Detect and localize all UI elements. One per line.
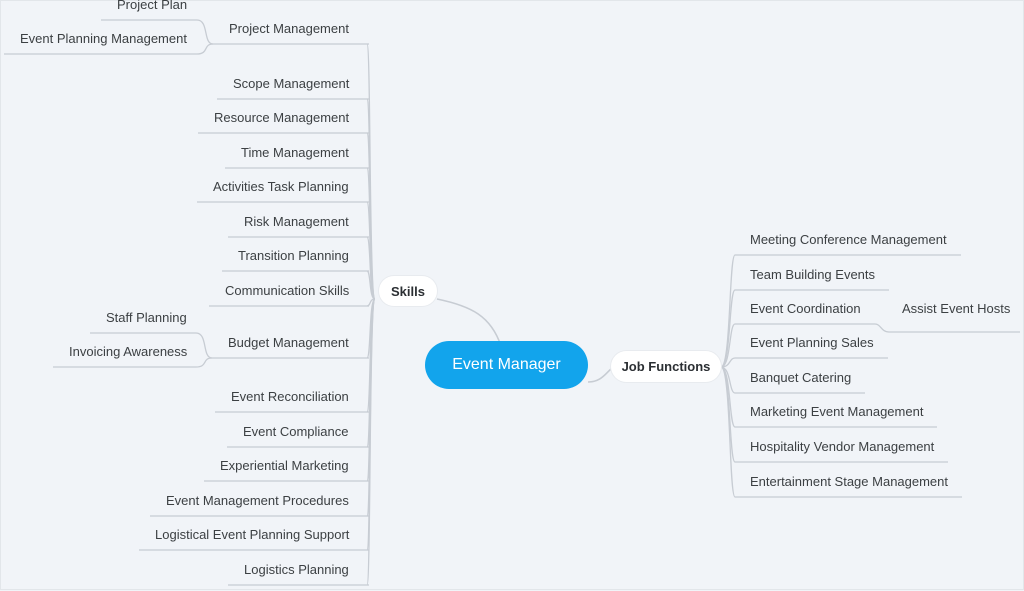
skills-item[interactable]: Budget Management: [228, 335, 349, 350]
job-function-item[interactable]: Banquet Catering: [750, 370, 852, 385]
skills-item[interactable]: Communication Skills: [225, 283, 350, 298]
skills-subitem[interactable]: Project Plan: [117, 0, 188, 12]
skills-item[interactable]: Experiential Marketing: [220, 458, 349, 473]
skills-subitem[interactable]: Staff Planning: [106, 310, 187, 325]
skills-item[interactable]: Event Management Procedures: [166, 493, 349, 508]
job-function-item[interactable]: Event Coordination: [750, 301, 861, 316]
job-function-item[interactable]: Hospitality Vendor Management: [750, 439, 935, 454]
skills-item[interactable]: Event Reconciliation: [231, 389, 349, 404]
job-function-item[interactable]: Event Planning Sales: [750, 335, 874, 350]
skills-item[interactable]: Risk Management: [244, 214, 349, 229]
job-functions-label: Job Functions: [621, 359, 711, 374]
skills-item[interactable]: Activities Task Planning: [213, 179, 349, 194]
skills-label: Skills: [391, 283, 425, 299]
job-functions-branch[interactable]: Job Functions: [611, 351, 721, 382]
skills-item[interactable]: Project Management: [229, 21, 349, 36]
root-node[interactable]: Event Manager: [425, 341, 588, 389]
skills-subitem[interactable]: Invoicing Awareness: [69, 344, 188, 359]
skills-item[interactable]: Time Management: [241, 145, 349, 160]
root-label: Event Manager: [452, 356, 561, 373]
skills-item[interactable]: Event Compliance: [243, 424, 349, 439]
skills-item[interactable]: Logistics Planning: [244, 562, 349, 577]
job-function-item[interactable]: Marketing Event Management: [750, 404, 924, 419]
skills-item[interactable]: Resource Management: [214, 110, 350, 125]
skills-item[interactable]: Logistical Event Planning Support: [155, 527, 350, 542]
job-function-subitem[interactable]: Assist Event Hosts: [902, 301, 1011, 316]
job-function-item[interactable]: Meeting Conference Management: [750, 232, 947, 247]
skills-branch[interactable]: Skills: [379, 276, 437, 306]
job-function-item[interactable]: Team Building Events: [750, 267, 876, 282]
skills-item[interactable]: Transition Planning: [238, 248, 349, 263]
job-function-item[interactable]: Entertainment Stage Management: [750, 474, 949, 489]
skills-item[interactable]: Scope Management: [233, 76, 350, 91]
skills-subitem[interactable]: Event Planning Management: [20, 31, 187, 46]
